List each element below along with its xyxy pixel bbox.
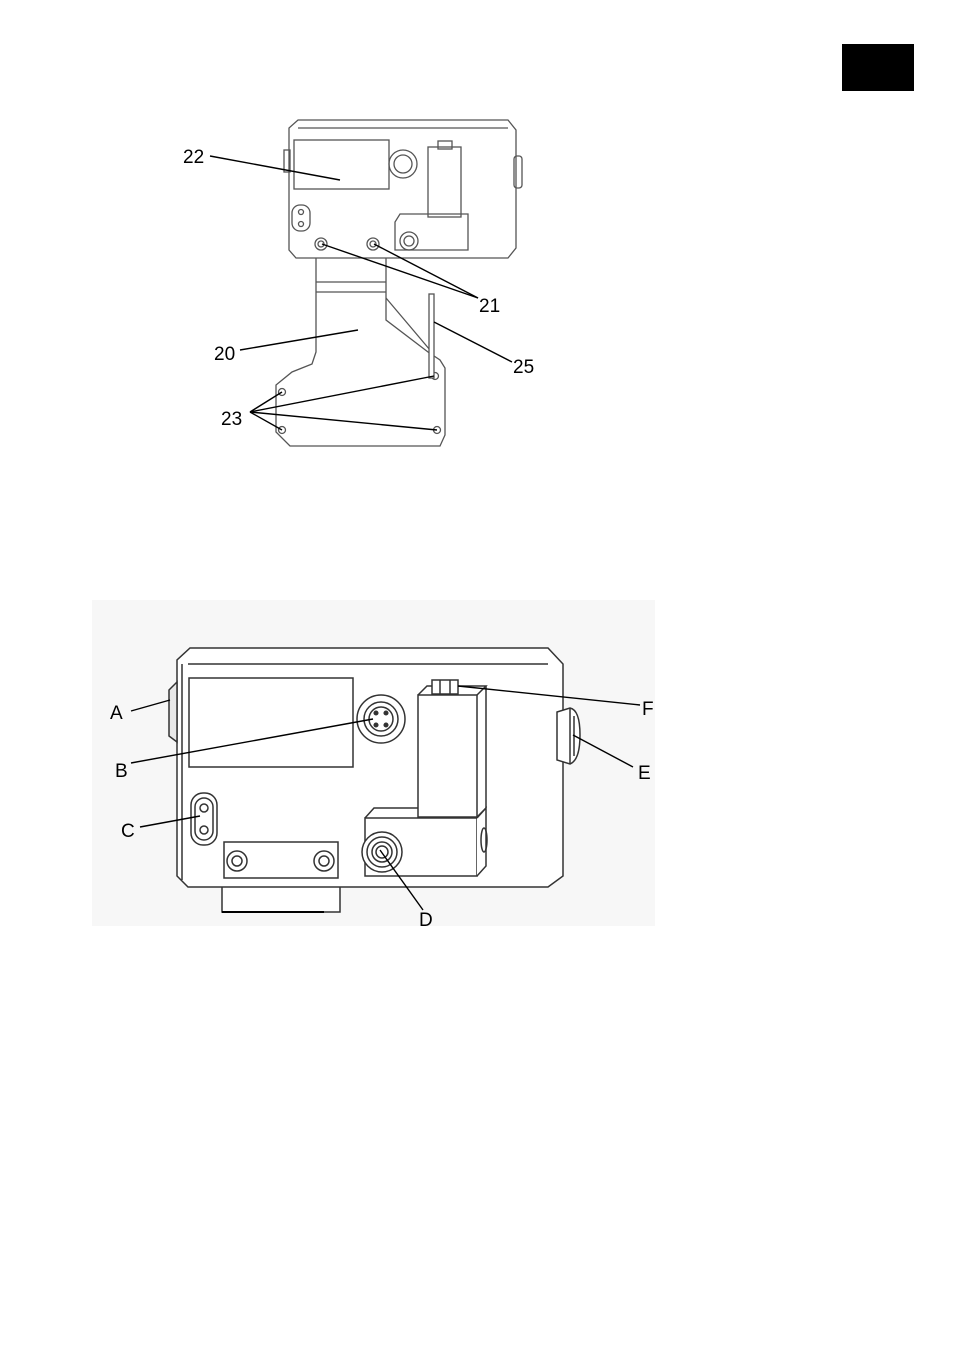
callout-e: E [638, 763, 651, 784]
figure-top [276, 120, 522, 446]
figure-bottom [169, 648, 580, 912]
callout-f: F [642, 699, 654, 720]
screw [227, 851, 247, 871]
callout-d: D [419, 910, 433, 931]
callout-23: 23 [221, 409, 242, 430]
top-fitting [432, 680, 458, 694]
callout-22: 22 [183, 147, 204, 168]
bracket-plate [276, 240, 445, 446]
callout-21: 21 [479, 296, 500, 317]
callout-20: 20 [214, 344, 235, 365]
screw [314, 851, 334, 871]
valve-body [418, 695, 477, 817]
rod [429, 294, 434, 378]
screw [367, 238, 379, 250]
screw [315, 238, 327, 250]
side-knob [557, 708, 580, 764]
callout-25: 25 [513, 357, 534, 378]
callout-c: C [121, 821, 135, 842]
callout-a: A [110, 703, 123, 724]
power-switch [169, 682, 177, 742]
callout-b: B [115, 761, 128, 782]
